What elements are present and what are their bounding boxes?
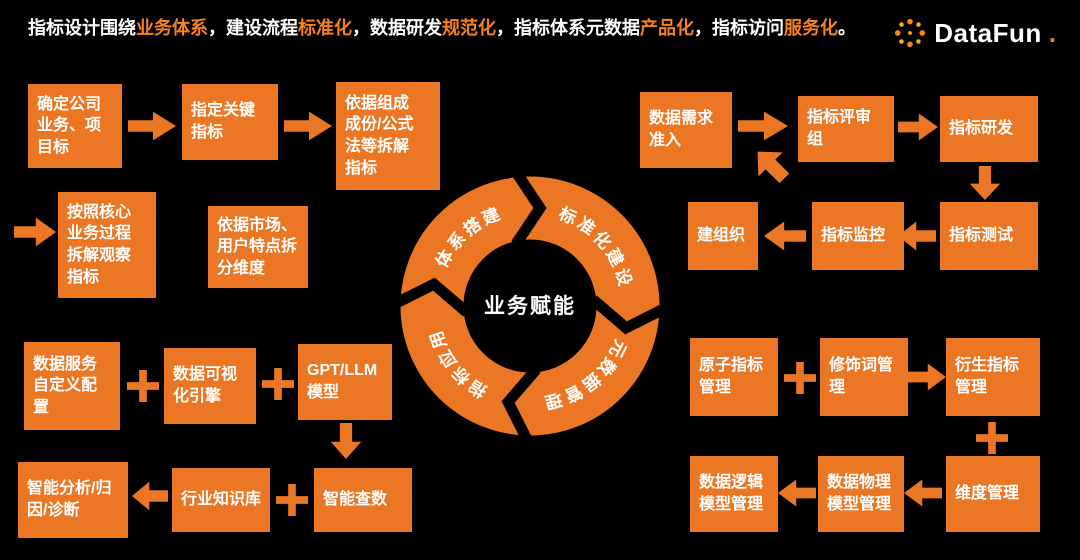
box-vis-engine: 数据可视 化引擎 (164, 348, 256, 424)
header-statement: 指标设计围绕业务体系，建设流程标准化，数据研发规范化，指标体系元数据产品化，指标… (28, 14, 856, 40)
header-seg: ，指标访问 (694, 18, 784, 38)
box-formula-decompose: 依据组成 成份/公式 法等拆解 指标 (336, 82, 440, 190)
arrow-left-icon (764, 220, 806, 252)
box-derived-metric: 衍生指标 管理 (946, 338, 1040, 416)
box-modifier-mgmt: 修饰词管 理 (820, 338, 908, 416)
header-seg: ，数据研发 (352, 18, 442, 38)
header-seg-accent: 产品化 (640, 18, 694, 38)
arrow-down-icon (329, 423, 363, 459)
arrow-right-icon (898, 113, 938, 141)
header-seg-accent: 规范化 (442, 18, 496, 38)
ring-gap-chevrons (392, 168, 668, 444)
arrow-right-icon (738, 111, 788, 141)
ring-center-label: 业务赋能 (484, 294, 576, 318)
datafun-logo-period: . (1048, 17, 1056, 48)
arrow-left-icon (778, 478, 816, 508)
box-market-dimension: 依据市场、 用户特点拆 分维度 (208, 206, 308, 288)
box-confirm-business: 确定公司 业务、项 目标 (28, 84, 122, 168)
arrow-right-icon (284, 111, 332, 141)
plus-icon (127, 370, 159, 402)
box-core-process: 按照核心 业务过程 拆解观察 指标 (58, 192, 156, 298)
box-review-group: 指标评审组 (798, 96, 894, 162)
header-seg-accent: 标准化 (298, 18, 352, 38)
box-gpt-llm: GPT/LLM 模型 (298, 344, 392, 420)
box-service-config: 数据服务 自定义配 置 (24, 342, 120, 430)
box-smart-analysis: 智能分析/归 因/诊断 (18, 462, 128, 538)
datafun-logo: DataFun. (893, 16, 1056, 50)
arrow-right-icon (128, 111, 176, 141)
header-seg: ，建设流程 (208, 18, 298, 38)
capability-ring: 体系搭建 标准化建设 元数据管理 指标应用 业务赋能 (392, 168, 668, 444)
plus-icon (784, 362, 816, 394)
plus-icon (976, 422, 1008, 454)
box-smart-query: 智能查数 (314, 468, 412, 532)
header-seg: 指标设计围绕 (28, 18, 136, 38)
arrow-down-icon (968, 166, 1002, 200)
box-data-demand: 数据需求 准入 (640, 92, 732, 168)
header-seg-accent: 服务化 (784, 18, 838, 38)
box-atomic-metric: 原子指标 管理 (690, 338, 778, 416)
arrow-upleft-icon (744, 138, 798, 192)
arrow-left-icon (132, 480, 168, 512)
ring-band (400, 176, 660, 436)
arrow-right-icon (908, 363, 946, 391)
box-dimension-mgmt: 维度管理 (946, 456, 1040, 532)
box-physical-model: 数据物理 模型管理 (818, 456, 904, 532)
box-metric-monitor: 指标监控 (812, 202, 904, 270)
header-seg: 。 (838, 18, 856, 38)
box-key-metrics: 指定关键 指标 (182, 84, 278, 160)
datafun-logo-icon (895, 18, 926, 48)
datafun-logo-text: DataFun (934, 17, 1042, 48)
arrow-left-icon (904, 478, 942, 508)
header-seg-accent: 业务体系 (136, 18, 208, 38)
box-logical-model: 数据逻辑 模型管理 (690, 456, 778, 532)
box-metric-test: 指标测试 (940, 202, 1038, 270)
plus-icon (262, 368, 294, 400)
header-seg: ，指标体系元数据 (496, 18, 640, 38)
box-industry-kb: 行业知识库 (172, 468, 270, 532)
plus-icon (276, 484, 308, 516)
box-build-org: 建组织 (688, 202, 758, 270)
box-metric-dev: 指标研发 (940, 96, 1038, 162)
arrow-right-icon (14, 217, 56, 247)
